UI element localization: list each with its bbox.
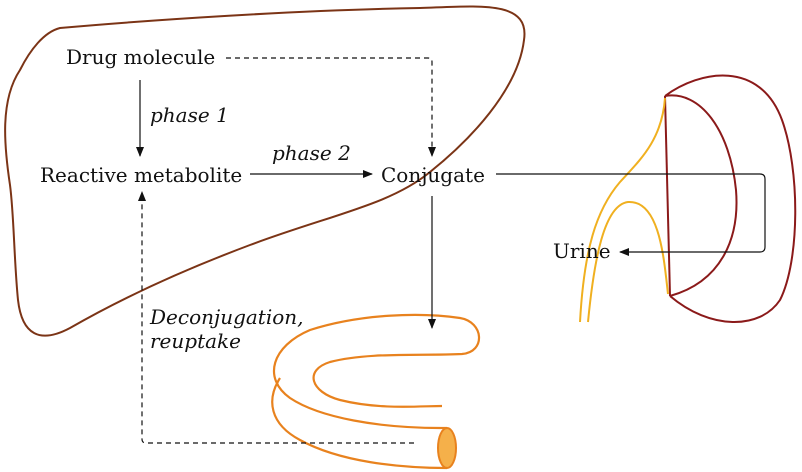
intestine-tube bbox=[272, 313, 481, 430]
node-conjugate: Conjugate bbox=[381, 163, 485, 187]
kidney-hilum bbox=[664, 95, 671, 297]
edge-label-deconjugation: Deconjugation, bbox=[149, 305, 304, 329]
edge-label-reuptake: reuptake bbox=[150, 329, 241, 353]
ureter-line-1 bbox=[579, 97, 666, 323]
node-drug-molecule: Drug molecule bbox=[66, 45, 215, 69]
edge-label-phase1: phase 1 bbox=[150, 103, 229, 127]
kidney-outer bbox=[664, 74, 797, 323]
intestine-lower-edge bbox=[271, 377, 448, 470]
arrow-drug-to-conjugate bbox=[226, 57, 436, 157]
arrow-conjugate-to-urine bbox=[496, 173, 766, 256]
ureter-line-2 bbox=[587, 200, 669, 323]
kidney-inner bbox=[664, 94, 738, 297]
node-reactive-metabolite: Reactive metabolite bbox=[40, 163, 242, 187]
intestine-opening bbox=[437, 427, 457, 469]
arrow-deconjugation bbox=[138, 191, 414, 444]
node-urine: Urine bbox=[553, 239, 611, 263]
liver-outline bbox=[4, 5, 526, 337]
edge-label-phase2: phase 2 bbox=[272, 141, 351, 165]
